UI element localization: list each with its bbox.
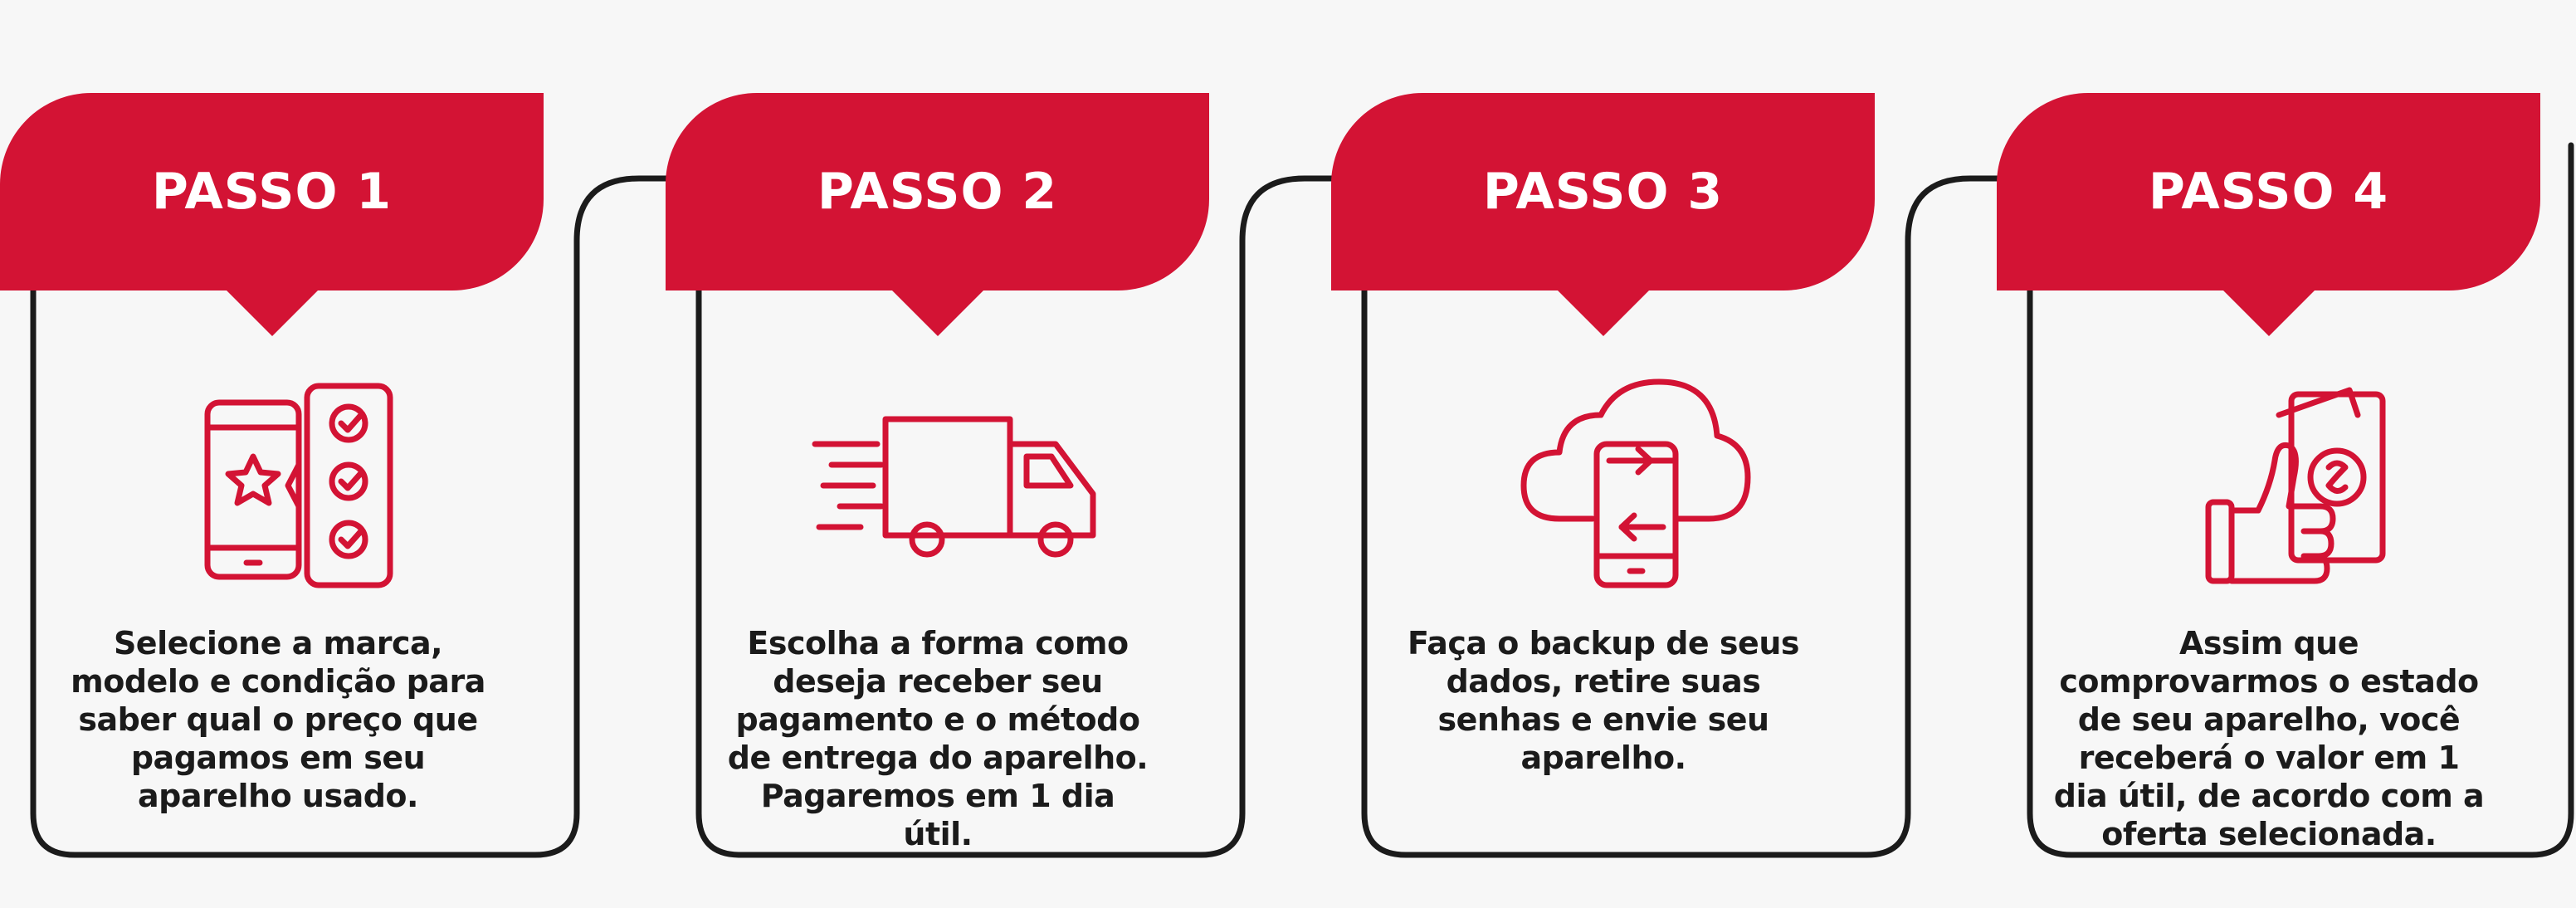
step-3-tag-pointer [1556, 289, 1651, 336]
step-3: PASSO 3 Faça o backup de seus dados, ret… [1331, 0, 1912, 908]
step-4-tag [1997, 93, 2540, 290]
step-4-tag-pointer [2222, 289, 2316, 336]
step-1-tag-pointer [225, 289, 320, 336]
step-1-frame-line [30, 175, 742, 858]
step-4-label: PASSO 4 [2148, 163, 2389, 221]
step-4: PASSO 4 Assim que comprovarmos o estado … [1997, 0, 2576, 908]
cloud-backup-icon [1514, 369, 1754, 602]
step-3-description: Faça o backup de seus dados, retire suas… [1408, 625, 1800, 776]
step-1-label: PASSO 1 [151, 163, 393, 221]
step-2-tag-pointer [890, 289, 985, 336]
step-4-description: Assim que comprovarmos o estado de seu a… [2053, 625, 2485, 852]
delivery-truck-icon [807, 369, 1105, 602]
step-1-tag [0, 93, 544, 290]
cash-payment-icon [2196, 369, 2412, 602]
step-2-label: PASSO 2 [817, 163, 1058, 221]
step-3-tag [1331, 93, 1875, 290]
phone-checklist-icon [195, 369, 394, 602]
step-2: PASSO 2 Escolha a forma como deseja rece… [666, 0, 1247, 908]
step-4-frame-line [2027, 142, 2574, 858]
step-3-label: PASSO 3 [1482, 163, 1724, 221]
step-2-description: Escolha a forma como deseja receber seu … [727, 625, 1149, 852]
step-2-tag [666, 93, 1209, 290]
step-2-frame-line [695, 175, 1408, 858]
step-3-frame-line [1361, 175, 2073, 858]
step-1: PASSO 1 Selecione a marca, modelo e cond… [0, 0, 581, 908]
step-1-description: Selecione a marca, modelo e condição par… [71, 625, 485, 814]
